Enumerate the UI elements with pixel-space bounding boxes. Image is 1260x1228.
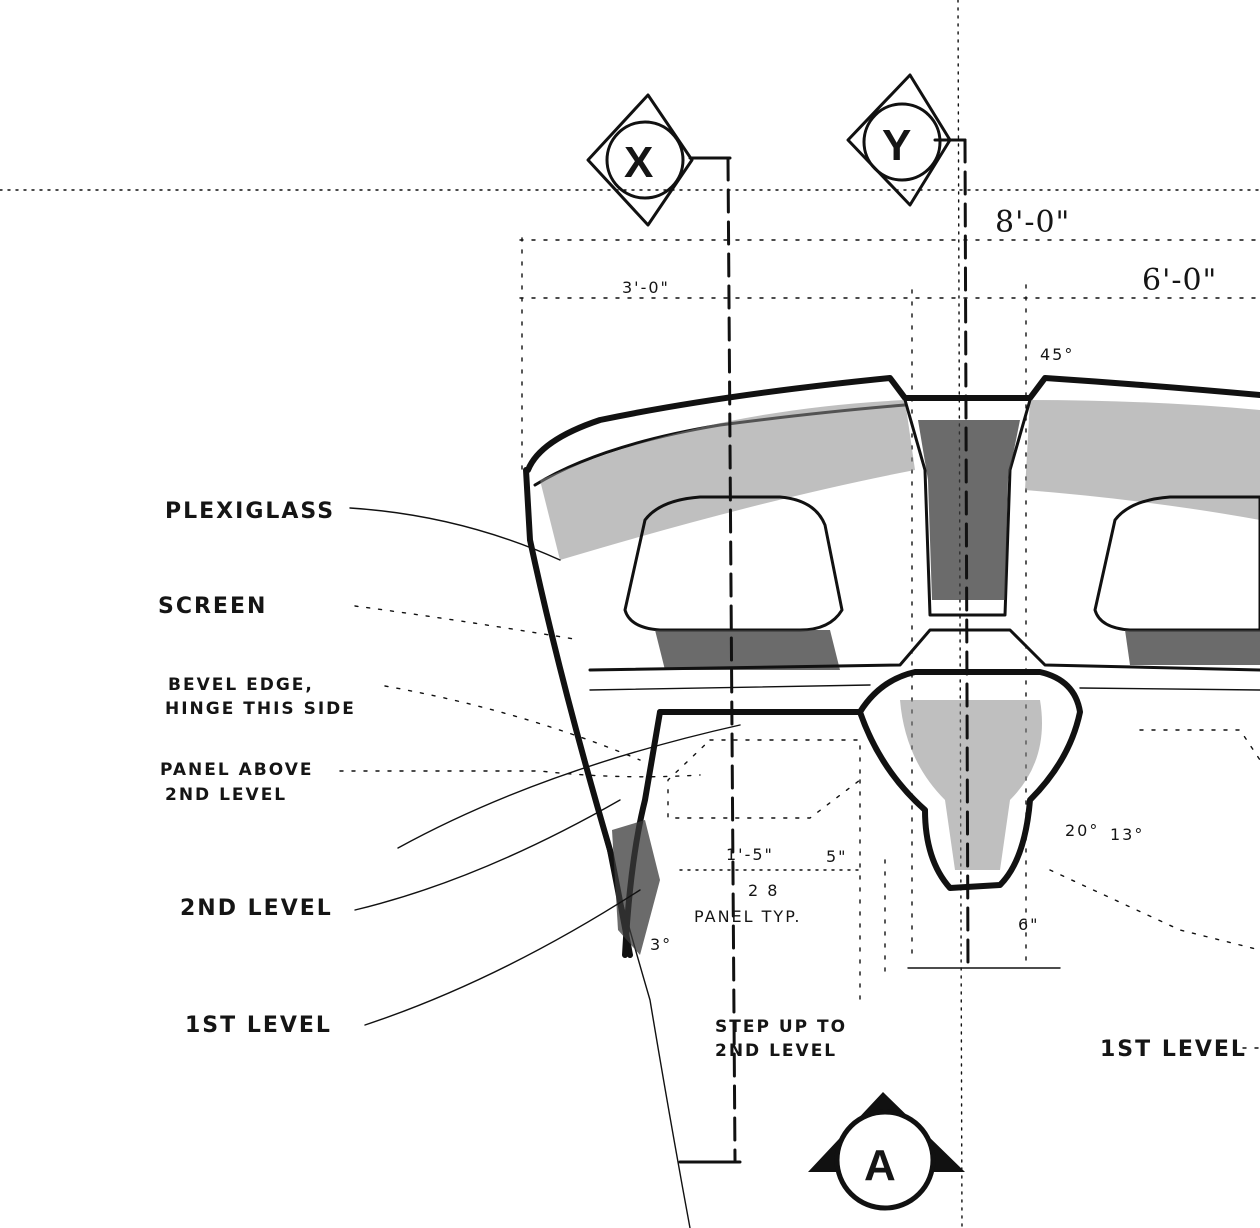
label-second-level: 2ND LEVEL (180, 896, 333, 921)
label-plexiglass: PLEXIGLASS (165, 499, 335, 524)
label-panel-line1: PANEL ABOVE (160, 760, 314, 780)
dimension-3-0: 3'-0" (622, 278, 670, 297)
label-bevel-line1: BEVEL EDGE, (168, 675, 314, 695)
label-bevel-line2: HINGE THIS SIDE (165, 699, 356, 719)
dimension-3-deg: 3° (650, 935, 672, 954)
plexiglass-shading-right (1025, 400, 1260, 520)
dimension-45-deg: 45° (1040, 345, 1074, 364)
label-step-line1: STEP UP TO (715, 1017, 847, 1037)
label-panel-tip-line1: 2 8 (748, 881, 779, 900)
section-x-letter: X (624, 138, 655, 187)
hull-left-outer-curve (534, 559, 691, 1228)
plexiglass-outline (525, 375, 1260, 473)
dimension-1-5: 1'-5" (726, 845, 774, 864)
console-top-edge (588, 628, 1260, 672)
dimension-6: 6" (1018, 915, 1040, 934)
vertical-reference-line (957, 0, 963, 1228)
second-level-shading (612, 820, 660, 955)
console-bevel-line-right (1079, 687, 1260, 691)
leader-panel-above (339, 770, 701, 778)
section-marker-y (846, 73, 952, 207)
section-y-cut-line (963, 138, 970, 972)
central-console-shading (900, 700, 1042, 870)
central-console-outline (857, 669, 1083, 891)
panel-step-right (1049, 869, 1260, 951)
label-first-level-right: 1ST LEVEL (1100, 1037, 1247, 1062)
leader-bevel-curve (397, 724, 741, 849)
left-screen (623, 495, 844, 632)
console-bevel-line (589, 684, 871, 691)
central-pillar-shading (918, 420, 1020, 600)
section-marker-x (586, 93, 694, 227)
right-screen-base (1125, 630, 1260, 665)
left-screen-base (655, 630, 840, 670)
leader-1st-level (364, 889, 641, 1026)
leader-bevel (384, 685, 641, 761)
plexiglass-shading-left (540, 400, 915, 560)
dimension-6-0: 6'-0" (1142, 263, 1217, 298)
dimension-20-deg: 20° (1065, 821, 1099, 840)
panel-above-right (1139, 729, 1260, 761)
section-x-cut-line (726, 156, 737, 1162)
dimension-13-deg: 13° (1110, 825, 1144, 844)
section-a-letter: A (864, 1141, 898, 1190)
panel-above-left (667, 739, 861, 819)
leader-plexiglass (349, 507, 561, 561)
section-y-letter: Y (882, 121, 913, 170)
label-first-level: 1ST LEVEL (185, 1013, 332, 1038)
right-screen (1093, 495, 1260, 632)
label-screen: SCREEN (158, 594, 267, 619)
label-panel-line2: 2ND LEVEL (165, 785, 287, 805)
label-panel-tip-line2: PANEL TYP. (694, 907, 801, 926)
label-step-line2: 2ND LEVEL (715, 1041, 837, 1061)
leader-screen (354, 605, 581, 641)
dimension-5: 5" (826, 847, 848, 866)
dimension-8-0: 8'-0" (995, 205, 1070, 240)
central-pillar (903, 398, 1032, 617)
leader-2nd-level (354, 799, 621, 911)
section-marker-a (808, 1092, 965, 1211)
